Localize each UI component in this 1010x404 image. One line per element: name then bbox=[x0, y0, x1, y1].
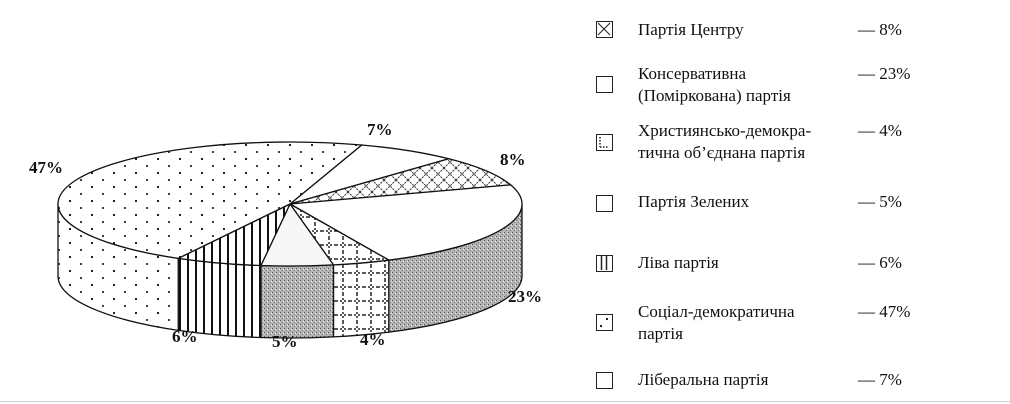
legend-label: Ліва партія bbox=[638, 253, 719, 272]
pie-chart bbox=[57, 141, 523, 339]
legend-label: Християнсько-демокра- bbox=[638, 121, 812, 140]
legend-label: Партія Центру bbox=[638, 20, 744, 39]
slice-label-liberal: 7% bbox=[367, 120, 393, 139]
blank-swatch-icon bbox=[596, 76, 613, 93]
slice-label-social-democratic: 47% bbox=[29, 158, 63, 177]
crosshatch-swatch-icon bbox=[596, 21, 613, 38]
vertical-lines-swatch-icon bbox=[596, 255, 613, 272]
legend-value: — 4% bbox=[858, 121, 902, 140]
legend-value: — 8% bbox=[858, 20, 902, 39]
blank-swatch-icon bbox=[596, 372, 613, 389]
slice-label-left: 6% bbox=[172, 327, 198, 346]
legend-value: — 23% bbox=[858, 64, 911, 83]
legend-label: Соціал-демократична bbox=[638, 302, 795, 321]
pie-side-4 bbox=[260, 264, 335, 339]
legend-label: Консервативна bbox=[638, 64, 746, 83]
pie-side-3 bbox=[332, 259, 390, 338]
legend-label: (Поміркована) партія bbox=[638, 86, 791, 105]
legend-value: — 6% bbox=[858, 253, 902, 272]
pie-slice-1 bbox=[289, 158, 513, 205]
legend-label: Партія Зелених bbox=[638, 192, 750, 211]
dots-swatch-icon bbox=[596, 314, 613, 331]
legend-label: партія bbox=[638, 324, 683, 343]
legend-value: — 7% bbox=[858, 370, 902, 389]
legend-value: — 5% bbox=[858, 192, 902, 211]
legend-value: — 47% bbox=[858, 302, 911, 321]
slice-label-christian-democratic: 4% bbox=[360, 330, 386, 349]
slice-label-conservative: 23% bbox=[508, 287, 542, 306]
pie-slice-2 bbox=[287, 184, 523, 261]
pie-slice-0 bbox=[289, 144, 452, 205]
slice-label-centre: 8% bbox=[500, 150, 526, 169]
dotted-swatch-icon bbox=[596, 134, 613, 151]
light-swatch-icon bbox=[596, 195, 613, 212]
pie-side-5 bbox=[177, 257, 262, 339]
pie-slice-6 bbox=[57, 141, 364, 260]
divider bbox=[0, 401, 1010, 402]
slice-label-greens: 5% bbox=[272, 332, 298, 351]
legend-label: тична об’єднана партія bbox=[638, 143, 806, 162]
legend-label: Ліберальна партія bbox=[638, 370, 769, 389]
